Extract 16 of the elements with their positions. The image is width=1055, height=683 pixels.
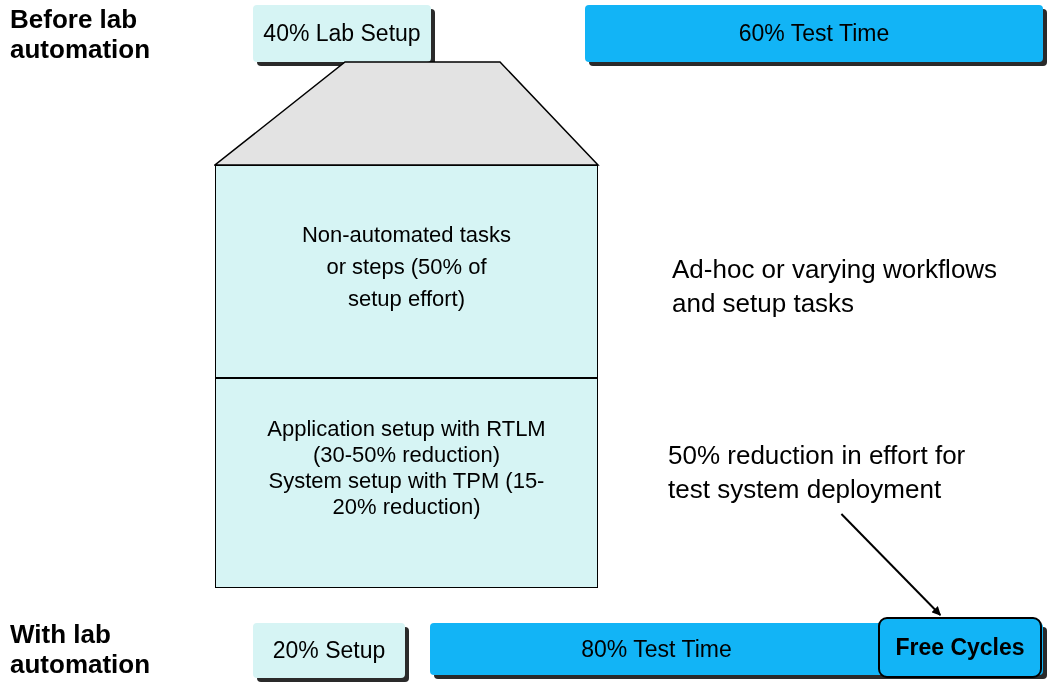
box-label: 40% Lab Setup <box>263 20 421 47</box>
row-label: With lab automation <box>10 619 152 679</box>
highlight-box <box>878 617 1042 678</box>
box-label: Application setup with RTLM (30-50% reduction) <box>266 416 547 468</box>
note-text: Ad-hoc or varying workflows and setup tasks <box>672 253 999 320</box>
box-label: 60% Test Time <box>738 20 890 47</box>
row-label: Before lab automation <box>10 4 152 64</box>
annotation-text: 50% reduction in effort for test system deployment <box>668 436 1008 508</box>
box-label: 20% Setup <box>272 637 386 664</box>
box-label: Free Cycles <box>895 634 1025 661</box>
box-label: 80% Test Time <box>581 635 732 663</box>
process-box <box>215 378 598 588</box>
box-label: System setup with TPM (15-20% reduction) <box>267 468 546 520</box>
process-box <box>215 165 598 378</box>
box-label: Non-automated tasks or steps (50% of setup effort) <box>301 220 512 313</box>
arrow <box>840 513 942 616</box>
